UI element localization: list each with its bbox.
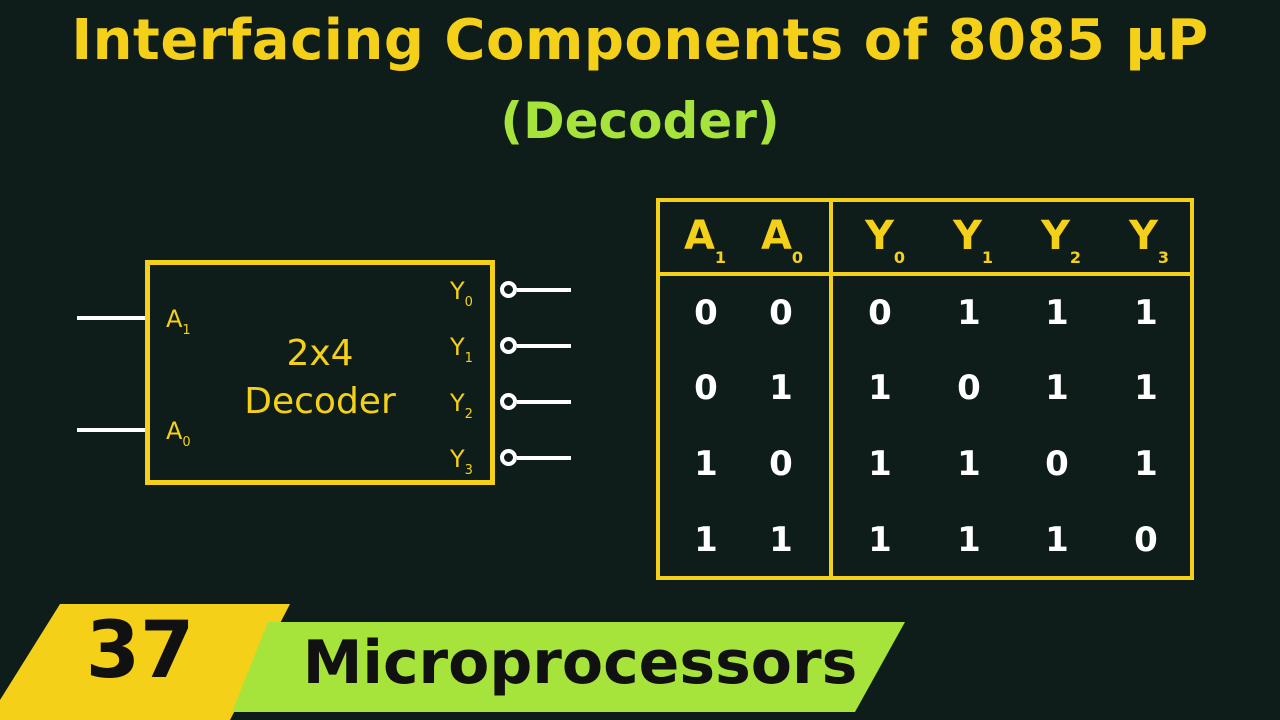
table-header-cell: Y0	[864, 213, 906, 267]
table-cell: 0	[1134, 520, 1158, 560]
truth-table-column-divider	[829, 198, 833, 580]
page-title: Interfacing Components of 8085 μP	[71, 8, 1209, 73]
table-cell: 1	[769, 368, 793, 408]
table-cell: 0	[957, 368, 981, 408]
output-wire-y2	[517, 400, 571, 404]
table-cell: 0	[1045, 444, 1069, 484]
truth-table-header-divider	[656, 272, 1194, 276]
pin-subscript: 1	[182, 323, 191, 338]
table-cell: 1	[694, 520, 718, 560]
table-cell: 0	[769, 293, 793, 333]
input-pin-a0: A0	[166, 417, 191, 450]
table-cell: 1	[694, 444, 718, 484]
input-pin-a1: A1	[166, 305, 191, 338]
table-cell: 1	[1134, 368, 1158, 408]
table-cell: 0	[868, 293, 892, 333]
decoder-label-line2: Decoder	[244, 381, 396, 422]
pin-subscript: 3	[464, 463, 473, 478]
table-cell: 1	[1045, 293, 1069, 333]
table-cell: 1	[1134, 293, 1158, 333]
inversion-bubble-y2	[500, 393, 517, 410]
table-header-cell: A1	[683, 213, 727, 267]
inversion-bubble-y0	[500, 281, 517, 298]
table-cell: 1	[957, 520, 981, 560]
table-cell: 1	[769, 520, 793, 560]
page-subtitle: (Decoder)	[500, 92, 780, 150]
table-cell: 0	[694, 368, 718, 408]
truth-table-border	[656, 198, 1194, 580]
pin-subscript: 2	[464, 407, 473, 422]
table-cell: 1	[868, 444, 892, 484]
pin-name: Y	[450, 389, 465, 417]
table-cell: 1	[1045, 368, 1069, 408]
decoder-block	[145, 260, 495, 485]
output-pin-y1: Y1	[450, 333, 473, 366]
pin-name: Y	[450, 277, 465, 305]
table-header-cell: Y1	[952, 213, 994, 267]
input-wire-a1	[77, 316, 145, 320]
table-cell: 1	[1045, 520, 1069, 560]
table-cell: 1	[868, 368, 892, 408]
inversion-bubble-y1	[500, 337, 517, 354]
episode-badge-bg	[0, 604, 290, 720]
output-pin-y2: Y2	[450, 389, 473, 422]
table-cell: 1	[957, 444, 981, 484]
output-wire-y3	[517, 456, 571, 460]
pin-name: A	[166, 417, 183, 445]
table-header-cell: Y2	[1040, 213, 1082, 267]
decoder-label: 2x4 Decoder	[215, 330, 425, 426]
pin-name: Y	[450, 333, 465, 361]
pin-subscript: 0	[464, 295, 473, 310]
input-wire-a0	[77, 428, 145, 432]
table-cell: 1	[957, 293, 981, 333]
decoder-label-line1: 2x4	[286, 333, 354, 374]
pin-name: A	[166, 305, 183, 333]
pin-subscript: 0	[182, 435, 191, 450]
output-wire-y0	[517, 288, 571, 292]
output-wire-y1	[517, 344, 571, 348]
table-cell: 0	[694, 293, 718, 333]
table-cell: 1	[868, 520, 892, 560]
table-cell: 1	[1134, 444, 1158, 484]
episode-number: 37	[85, 606, 195, 696]
pin-subscript: 1	[464, 351, 473, 366]
series-name: Microprocessors	[302, 628, 858, 698]
pin-name: Y	[450, 445, 465, 473]
table-header-cell: Y3	[1128, 213, 1170, 267]
output-pin-y3: Y3	[450, 445, 473, 478]
table-header-cell: A0	[760, 213, 804, 267]
output-pin-y0: Y0	[450, 277, 473, 310]
table-cell: 0	[769, 444, 793, 484]
series-banner-bg	[232, 622, 905, 712]
inversion-bubble-y3	[500, 449, 517, 466]
